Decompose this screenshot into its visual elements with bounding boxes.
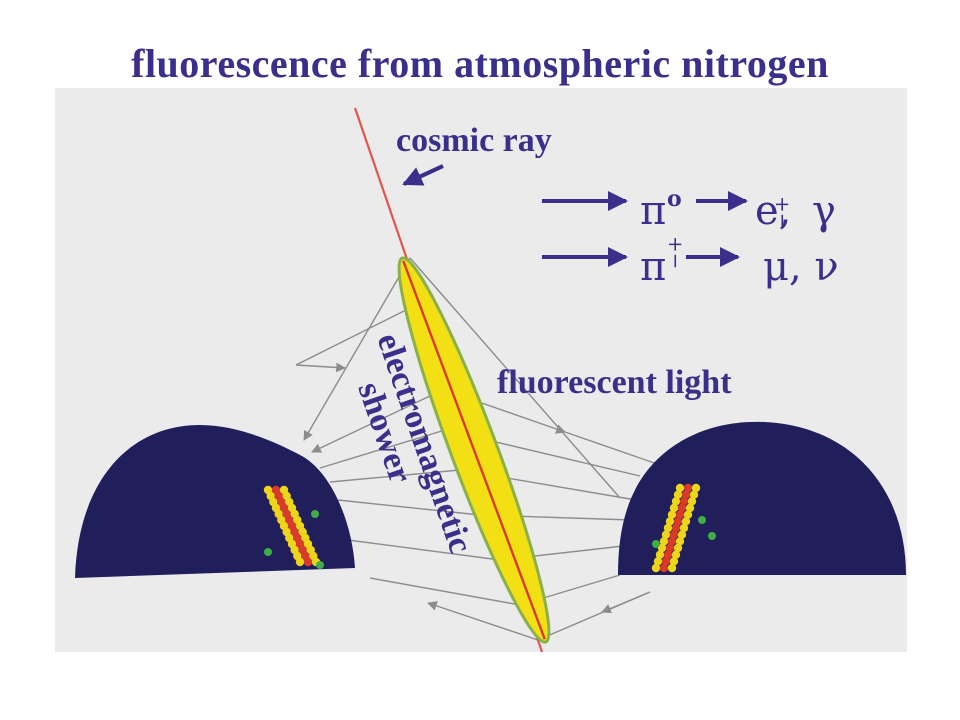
camera-pixel <box>295 557 305 567</box>
camera-pixel <box>671 497 681 506</box>
light-ray <box>303 257 411 441</box>
light-ray <box>319 429 446 469</box>
camera-pixel <box>661 530 671 539</box>
camera-pixel <box>652 540 660 548</box>
pi-charged-symbol: π <box>640 244 666 290</box>
light-ray <box>427 601 539 641</box>
left-camera-pixels <box>263 485 324 569</box>
camera-pixel <box>681 517 691 526</box>
fluorescent-light-label: fluorescent light <box>497 364 732 401</box>
camera-pixel <box>698 516 706 524</box>
camera-pixel <box>667 510 677 519</box>
camera-pixel <box>673 517 683 526</box>
camera-pixel <box>264 548 272 556</box>
camera-pixel <box>675 537 685 546</box>
camera-pixel <box>316 561 324 569</box>
camera-pixel <box>708 532 716 540</box>
camera-pixel <box>659 537 669 546</box>
right-camera-pixels <box>651 483 716 573</box>
camera-pixel <box>303 557 313 567</box>
light-ray <box>337 499 481 516</box>
light-ray <box>409 257 621 499</box>
electromagnetic-shower-shape <box>397 256 551 644</box>
light-ray <box>295 362 346 373</box>
camera-pixel <box>677 503 687 513</box>
camera-pixel <box>671 550 681 559</box>
electron-symbol: e, <box>755 188 791 234</box>
gamma-symbol: γ <box>812 188 836 234</box>
camera-pixel <box>677 530 687 539</box>
light-ray <box>564 431 661 466</box>
cosmic-ray-label: cosmic ray <box>396 122 552 159</box>
camera-pixel <box>671 523 681 533</box>
camera-pixel <box>657 543 667 553</box>
left-mirror-dome <box>75 425 355 578</box>
camera-pixel <box>665 543 675 553</box>
camera-pixel <box>681 490 691 499</box>
light-rays <box>295 257 661 641</box>
camera-pixel <box>683 483 693 493</box>
camera-pixel <box>669 557 679 566</box>
camera-pixel <box>675 510 685 519</box>
light-ray <box>347 539 501 561</box>
page-title: fluorescence from atmospheric nitrogen <box>131 41 829 86</box>
camera-pixel <box>659 563 669 573</box>
light-ray <box>329 469 461 483</box>
camera-pixel <box>665 517 675 526</box>
camera-pixel <box>679 523 689 533</box>
cosmic-ray-pointer-arrow <box>402 164 444 186</box>
camera-pixel <box>663 550 673 559</box>
right-mirror-dome <box>618 421 906 575</box>
camera-pixel <box>683 510 693 519</box>
light-ray <box>601 591 651 614</box>
camera-pixel <box>689 490 699 499</box>
camera-pixel <box>685 503 695 513</box>
camera-pixel <box>311 510 319 518</box>
camera-pixel <box>655 550 665 559</box>
pi-charged-pm: +− <box>664 236 688 270</box>
camera-pixel <box>661 557 671 566</box>
camera-pixel <box>667 563 677 573</box>
camera-pixel <box>651 563 661 573</box>
light-ray <box>311 394 433 453</box>
camera-pixel <box>673 543 683 553</box>
camera-pixel <box>687 497 697 506</box>
muon-neutrino-symbols: μ, ν <box>763 244 839 290</box>
camera-pixel <box>667 537 677 546</box>
camera-pixel <box>679 497 689 506</box>
pi-zero-symbol: π <box>640 188 666 234</box>
camera-pixel <box>673 490 683 499</box>
camera-pixel <box>669 503 679 513</box>
light-ray <box>369 577 521 606</box>
electron-charge-pm: +− <box>771 196 795 230</box>
camera-pixel <box>669 530 679 539</box>
camera-pixel <box>691 483 701 493</box>
pi-zero-superscript: o <box>667 186 682 212</box>
camera-pixel <box>675 483 685 493</box>
light-ray <box>295 304 417 366</box>
camera-pixel <box>663 523 673 533</box>
camera-pixel <box>653 557 663 566</box>
